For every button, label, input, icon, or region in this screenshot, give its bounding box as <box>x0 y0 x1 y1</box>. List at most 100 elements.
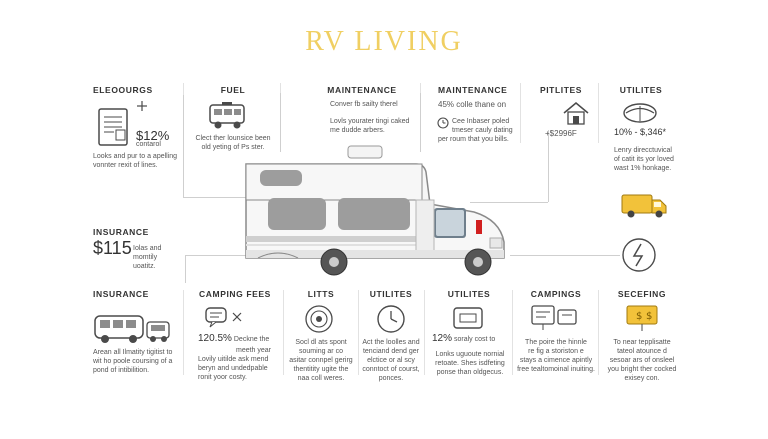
panel-desc: wit ho poole coursing of a <box>93 358 173 365</box>
separator <box>598 83 599 143</box>
separator <box>283 290 284 375</box>
panel-fuel: FUEL <box>190 86 276 95</box>
rv-icon <box>245 145 505 276</box>
panel-desc: tmeser cauly dating <box>452 127 513 134</box>
panel-desc: sesoar ars of onsleel <box>609 357 675 364</box>
yellow-truck-icon <box>621 194 667 218</box>
panel-desc-block: The poire the hinnle re fig a storiston … <box>514 338 598 374</box>
separator <box>183 83 184 95</box>
panel-desc: retoate. Shes isdfeting <box>435 360 505 367</box>
panel-desc: tenciand dend ger <box>362 348 420 355</box>
page-title: RV LIVING <box>305 26 463 57</box>
panel-desc: wast 1% honkage. <box>614 165 672 172</box>
panel-desc: Lenry direcctuvical <box>614 147 672 154</box>
separator <box>598 290 599 375</box>
connector-line <box>420 92 421 152</box>
chat-icon <box>205 307 227 328</box>
panel-campings: CAMPINGS <box>516 290 596 299</box>
plus-icon <box>137 101 147 111</box>
panel-desc: soraly cost to <box>453 336 496 343</box>
panel-desc: conntoct of courst, <box>362 366 420 373</box>
panel-desc-block: Lonks uguoute nornial retoate. Shes isdf… <box>428 350 512 377</box>
panel-value: +$2996F <box>545 129 577 138</box>
panel-maintenance: MAINTENANCE <box>318 86 406 95</box>
panel-desc-block: Lovls yourater tingi caked me dudde arbe… <box>330 117 425 135</box>
panel-desc: meeth year <box>236 347 272 354</box>
van-icon <box>94 315 170 343</box>
target-icon <box>305 305 333 333</box>
panel-title: INSURANCE <box>93 289 149 299</box>
panel-desc: Clect ther lounsice been <box>195 135 271 142</box>
umbrella-icon <box>623 103 657 123</box>
panel-desc-block: meeth year Lovily uitilde ask mend beryn… <box>198 346 288 382</box>
panel-desc-block: Act the loolles and tenciand dend ger el… <box>358 338 424 383</box>
panel-value: $115 <box>93 238 132 258</box>
van-icon <box>209 102 245 129</box>
panel-desc: Arean all Ilmatity tigitist to <box>93 349 173 356</box>
panel-title: UTILITES <box>369 289 413 299</box>
panel-desc: Lovily uitilde ask mend <box>198 356 269 363</box>
separator <box>420 83 421 93</box>
panel-desc: free tealtomoinal inuiting. <box>517 366 595 373</box>
panel-desc-block: Clect ther lounsice been old yeting of P… <box>190 134 276 152</box>
panel-title: UTILITES <box>447 289 491 299</box>
panel-secefing: SECEFING <box>604 290 680 299</box>
separator <box>520 83 521 143</box>
panel-desc: Deckne the <box>233 336 270 343</box>
connector-line <box>510 255 620 256</box>
panel-desc: souming ar co <box>299 348 343 355</box>
panel-value-block: $115 <box>93 238 133 258</box>
connector-line <box>280 92 281 152</box>
panel-title: MAINTENANCE <box>438 85 508 95</box>
panel-title: CAMPING FEES <box>199 289 271 299</box>
wallet-icon <box>453 307 483 329</box>
panel-desc-block: per roum that you bills. <box>438 135 523 144</box>
panel-value-block: +$2996F <box>545 129 605 138</box>
panel-desc-block: Looks and pur to a apelling vonnter rexi… <box>93 152 188 170</box>
separator <box>280 83 281 93</box>
clipboard-icon <box>98 108 128 146</box>
panel-title: SECEFING <box>617 289 667 299</box>
panel-desc: The poire the hinnle <box>525 339 587 346</box>
panel-value-block: 12% soraly cost to <box>432 334 512 344</box>
panel-utilites-1: UTILITES <box>360 290 422 299</box>
panel-desc: ponse than oldgecus. <box>436 369 504 376</box>
panel-desc: Socl dl ats spont <box>295 339 347 346</box>
panel-desc: momtily <box>133 254 158 261</box>
separator <box>424 290 425 375</box>
clock-icon <box>377 305 405 333</box>
panel-desc: asitar connpel gerirg <box>289 357 353 364</box>
panel-value-block: 10% - $,346* <box>614 128 689 137</box>
separator <box>358 290 359 375</box>
panel-title: UTILITES <box>619 85 663 95</box>
svg-text:$: $ <box>636 311 642 322</box>
panel-desc: To near tepplisatte <box>613 339 671 346</box>
panel-desc-block: Iolas and momtily uoatitz. <box>133 244 183 271</box>
panel-insurance-mid: INSURANCE <box>93 228 183 237</box>
panel-desc: Iolas and <box>133 245 162 252</box>
panel-desc: elctice or al scy <box>367 357 415 364</box>
panel-desc: stays a cimence apintly <box>519 357 593 364</box>
price-tag-icon: $ $ <box>626 305 658 331</box>
panel-title: LITTS <box>307 289 335 299</box>
panel-desc: pond of intibilition. <box>93 367 150 374</box>
panel-title: INSURANCE <box>93 227 149 237</box>
separator <box>512 290 513 375</box>
panel-desc: Lovls yourater tingi caked <box>330 118 410 125</box>
panel-desc: tateol atounce d <box>617 348 667 355</box>
panel-title: ELEOOURGS <box>93 85 153 95</box>
panel-utilites: UTILITES <box>606 86 676 95</box>
panel-title: PITLITES <box>539 85 583 95</box>
panel-desc: of catit its yor loved <box>614 156 674 163</box>
panel-desc-block: Conver fb sailty therel <box>330 100 425 109</box>
panel-desc: ronit yoor costy. <box>198 374 247 381</box>
connector-line <box>470 202 548 203</box>
connector-line <box>185 255 248 256</box>
svg-text:$: $ <box>646 311 652 322</box>
panel-pitlites: PITLITES <box>530 86 592 95</box>
panel-desc-block: To near tepplisatte tateol atounce d ses… <box>604 338 680 383</box>
panel-eleoourgs: ELEOOURGS <box>93 86 183 95</box>
panel-desc: contarol <box>136 141 161 148</box>
panel-camping-fees: CAMPING FEES <box>190 290 280 299</box>
panel-maintenance-2: MAINTENANCE 45% colle thane on <box>438 85 523 110</box>
